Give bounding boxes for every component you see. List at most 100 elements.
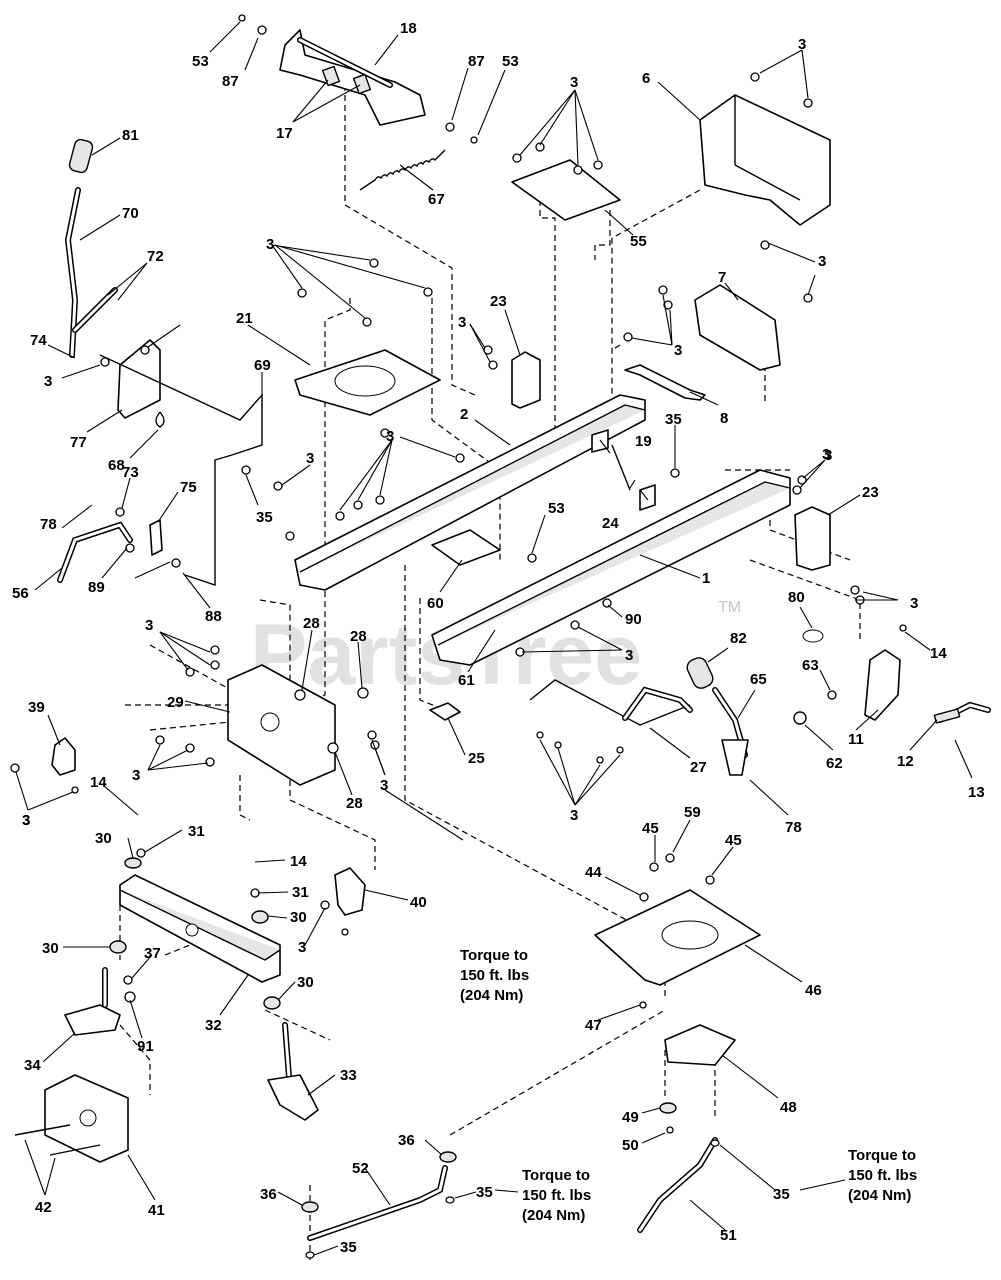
callout-label: 3 [625, 647, 633, 664]
part-82-grip [686, 657, 714, 689]
callout-label: 3 [386, 428, 394, 445]
callout-label: 39 [28, 699, 45, 716]
callout-label: 3 [570, 74, 578, 91]
callout-label: 47 [585, 1017, 602, 1034]
callout-label: 7 [718, 269, 726, 286]
callout-label: 59 [684, 804, 701, 821]
part-55-plate [511, 159, 621, 221]
callout-label: 41 [148, 1202, 165, 1219]
callout-label: 3 [298, 939, 306, 956]
callout-label: 82 [730, 630, 747, 647]
callout-label: 90 [625, 611, 642, 628]
part-62-spring [793, 711, 807, 725]
callout-label: 63 [802, 657, 819, 674]
part-39-bracket [51, 737, 76, 776]
callout-label: 3 [132, 767, 140, 784]
callout-label: 74 [30, 332, 47, 349]
callout-label: 3 [22, 812, 30, 829]
callout-label: 1 [702, 570, 710, 587]
part-6-housing [699, 94, 831, 226]
part-19-bracket [591, 429, 609, 453]
part-29-plate [227, 664, 336, 786]
callout-label: 42 [35, 1199, 52, 1216]
part-67-spring [359, 149, 446, 191]
callout-label: 34 [24, 1057, 41, 1074]
callout-label: 18 [400, 20, 417, 37]
callout-label: 37 [144, 945, 161, 962]
torque-note: Torque to 150 ft. lbs (204 Nm) [522, 1167, 591, 1224]
callout-label: 52 [352, 1160, 369, 1177]
callout-label: 88 [205, 608, 222, 625]
part-shapes [14, 29, 991, 1259]
part-24-bolt [611, 444, 631, 491]
part-18-bracket [279, 29, 426, 126]
callout-label: 91 [137, 1038, 154, 1055]
part-49-bushing [659, 1102, 677, 1114]
part-80-washer [802, 629, 824, 643]
torque-note: Torque to 150 ft. lbs (204 Nm) [848, 1147, 917, 1204]
callout-label: 14 [290, 853, 307, 870]
part-81-grip [68, 138, 94, 174]
watermark-tm: TM [718, 599, 741, 616]
callout-label: 51 [720, 1227, 737, 1244]
callout-label: 56 [12, 585, 29, 602]
fasteners [10, 14, 907, 1134]
callout-label: 70 [122, 205, 139, 222]
torque-note-line: 150 ft. lbs [848, 1167, 917, 1184]
callout-label: 60 [427, 595, 444, 612]
callout-label: 78 [40, 516, 57, 533]
callout-label: 65 [750, 671, 767, 688]
part-75-bracket [149, 519, 163, 556]
callout-label: 30 [297, 974, 314, 991]
part-40-bracket [334, 867, 366, 916]
part-12-pin [933, 708, 961, 724]
part-27-shaft [529, 679, 691, 726]
callout-label: 89 [88, 579, 105, 596]
callout-label: 29 [167, 694, 184, 711]
callout-label: 13 [968, 784, 985, 801]
callout-label: 53 [548, 500, 565, 517]
callout-label: 61 [458, 672, 475, 689]
callout-label: 50 [622, 1137, 639, 1154]
callout-label: 14 [930, 645, 947, 662]
callout-label: 69 [254, 357, 271, 374]
callout-label: 36 [398, 1132, 415, 1149]
torque-note-line: 150 ft. lbs [522, 1187, 591, 1204]
callout-labels: 53 87 18 87 53 17 67 81 70 72 74 3 77 68… [12, 20, 985, 1256]
callout-label: 3 [674, 342, 682, 359]
torque-note-line: Torque to [848, 1147, 916, 1164]
callout-label: 46 [805, 982, 822, 999]
callout-label: 28 [346, 795, 363, 812]
callout-label: 33 [340, 1067, 357, 1084]
torque-note-line: (204 Nm) [848, 1187, 911, 1204]
callout-label: 2 [460, 406, 468, 423]
callout-label: 78 [785, 819, 802, 836]
callout-label: 31 [292, 884, 309, 901]
callout-label: 3 [798, 36, 806, 53]
part-23-angle-upper [511, 351, 541, 409]
callout-label: 3 [458, 314, 466, 331]
part-7-bracket [694, 284, 781, 371]
callout-label: 77 [70, 434, 87, 451]
callout-label: 28 [303, 615, 320, 632]
callout-label: 80 [788, 589, 805, 606]
callout-label: 32 [205, 1017, 222, 1034]
part-48-plate [664, 1024, 736, 1066]
part-52-tie-rod [307, 1165, 448, 1241]
callout-label: 31 [188, 823, 205, 840]
callout-label: 87 [468, 53, 485, 70]
callout-label: 19 [635, 433, 652, 450]
callout-label: 3 [145, 617, 153, 634]
part-42-bolt [14, 1124, 71, 1136]
callout-label: 49 [622, 1109, 639, 1126]
part-8-bracket [624, 364, 706, 401]
callout-label: 24 [602, 515, 619, 532]
callout-label: 72 [147, 248, 164, 265]
part-60-bracket [431, 529, 501, 566]
torque-note-line: (204 Nm) [460, 987, 523, 1004]
callout-label: 53 [192, 53, 209, 70]
callout-label: 30 [42, 940, 59, 957]
callout-label: 35 [476, 1184, 493, 1201]
part-34-spindle [64, 1004, 121, 1036]
callout-label: 68 [108, 457, 125, 474]
